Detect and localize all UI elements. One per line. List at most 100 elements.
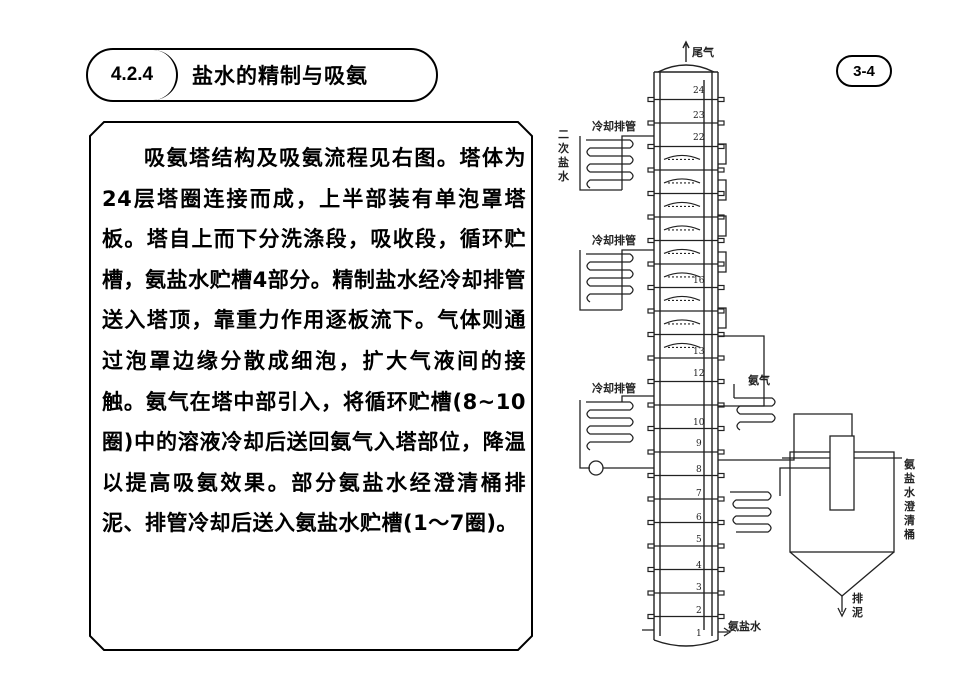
settler-char-3: 水 <box>904 485 916 499</box>
flange <box>647 613 655 620</box>
flange <box>647 519 655 526</box>
flange <box>647 472 655 479</box>
cooling-pipe-label-bottom: 冷却排管 <box>592 381 636 395</box>
settler-char-6: 桶 <box>903 527 915 541</box>
flange <box>717 496 725 502</box>
ring-label-22: 22 <box>693 133 704 143</box>
ring-label-6: 6 <box>696 513 702 523</box>
flange <box>717 543 725 549</box>
ring-flanges <box>647 96 725 620</box>
ring-label-10: 10 <box>693 418 705 428</box>
cooling-coil-top <box>579 135 654 191</box>
ring-label-8: 8 <box>696 465 702 475</box>
flange <box>717 613 725 620</box>
flange <box>647 402 655 408</box>
flange <box>647 425 655 432</box>
flange <box>647 378 655 385</box>
flange <box>647 566 655 573</box>
flange <box>717 566 725 573</box>
bubble-cap <box>663 342 701 348</box>
description-panel: 吸氨塔结构及吸氨流程见右图。塔体为24层塔圈连接而成，上半部装有单泡罩塔板。塔自… <box>88 120 534 652</box>
flange <box>717 449 725 455</box>
settler-char-4: 澄 <box>904 499 916 513</box>
flange <box>717 214 725 220</box>
flange <box>717 425 725 432</box>
secondary-brine-char-2: 次 <box>558 141 569 155</box>
tail-gas-label: 尾气 <box>691 45 714 59</box>
ring-label-23: 23 <box>693 111 705 121</box>
flange <box>717 190 725 197</box>
flange <box>647 331 655 338</box>
flange <box>717 284 725 291</box>
ammonia-brine-cooler-coil <box>730 467 830 533</box>
ring-label-1: 1 <box>696 629 702 639</box>
flange <box>647 190 655 197</box>
flange <box>647 167 655 173</box>
flange <box>717 261 725 267</box>
bubble-cap <box>663 272 701 278</box>
flange <box>647 214 655 220</box>
ammonia-absorption-tower-diagram: 24 23 22 16 13 12 10 9 8 7 6 5 4 3 2 1 尾… <box>558 40 916 647</box>
flange <box>717 402 725 408</box>
flange <box>647 284 655 291</box>
flange <box>717 167 725 173</box>
panel-frame <box>89 121 533 651</box>
mud-discharge-char-1: 排 <box>852 591 863 605</box>
flange <box>717 237 725 244</box>
ammonia-gas-line <box>718 335 765 407</box>
flange <box>717 96 725 103</box>
flange <box>717 519 725 526</box>
bubble-cap <box>663 225 701 231</box>
section-number: 4.2.4 <box>88 50 178 100</box>
bubble-cap <box>663 154 701 160</box>
settler-char-1: 氨 <box>904 457 915 471</box>
ring-label-2: 2 <box>696 606 702 616</box>
cooling-pipe-label-middle: 冷却排管 <box>592 233 636 247</box>
flange <box>647 449 655 455</box>
circulation-pump <box>588 460 604 476</box>
flange <box>647 261 655 267</box>
bubble-cap <box>663 178 701 184</box>
flange <box>717 472 725 479</box>
ring-label-12: 12 <box>693 369 704 379</box>
ammonia-brine-label: 氨盐水 <box>728 619 762 633</box>
cooling-pipe-label-top: 冷却排管 <box>592 119 636 133</box>
ring-label-16: 16 <box>693 276 705 286</box>
cooling-coil-middle <box>579 249 654 311</box>
tower-rings <box>654 98 718 618</box>
circulation-pipe <box>718 413 853 461</box>
slide-number-badge: 3-4 <box>836 55 892 87</box>
ring-label-3: 3 <box>696 583 702 593</box>
cooling-coil-bottom <box>579 395 654 469</box>
flange <box>717 590 725 596</box>
ring-label-9: 9 <box>696 439 702 449</box>
settler-char-2: 盐 <box>904 471 915 485</box>
secondary-brine-char-4: 水 <box>558 169 570 183</box>
flange <box>647 355 655 361</box>
flange <box>647 120 655 126</box>
ring-label-7: 7 <box>696 489 702 499</box>
section-title: 盐水的精制与吸氨 <box>192 64 368 88</box>
ammonia-cooler-coil <box>733 384 776 431</box>
flange <box>647 496 655 502</box>
ring-label-5: 5 <box>696 535 702 545</box>
mud-discharge-char-2: 泥 <box>852 606 863 619</box>
section-heading: 4.2.4 盐水的精制与吸氨 <box>86 48 438 102</box>
secondary-brine-char-1: 二 <box>558 128 569 141</box>
description-text: 吸氨塔结构及吸氨流程见右图。塔体为24层塔圈连接而成，上半部装有单泡罩塔板。塔自… <box>102 146 526 536</box>
flange <box>647 143 655 150</box>
bubble-cap <box>663 248 701 254</box>
flange <box>647 590 655 596</box>
flange <box>717 143 725 150</box>
ammonia-gas-label: 氨气 <box>748 373 770 387</box>
bubble-cap <box>663 295 701 301</box>
ring-label-4: 4 <box>696 561 702 571</box>
flange <box>647 237 655 244</box>
bubble-cap <box>663 201 701 207</box>
ring-label-13: 13 <box>693 347 705 357</box>
flange <box>717 308 725 314</box>
clarifier-tank <box>782 435 902 618</box>
flange <box>717 378 725 385</box>
flange <box>647 543 655 549</box>
tower-top-cap <box>657 64 715 73</box>
